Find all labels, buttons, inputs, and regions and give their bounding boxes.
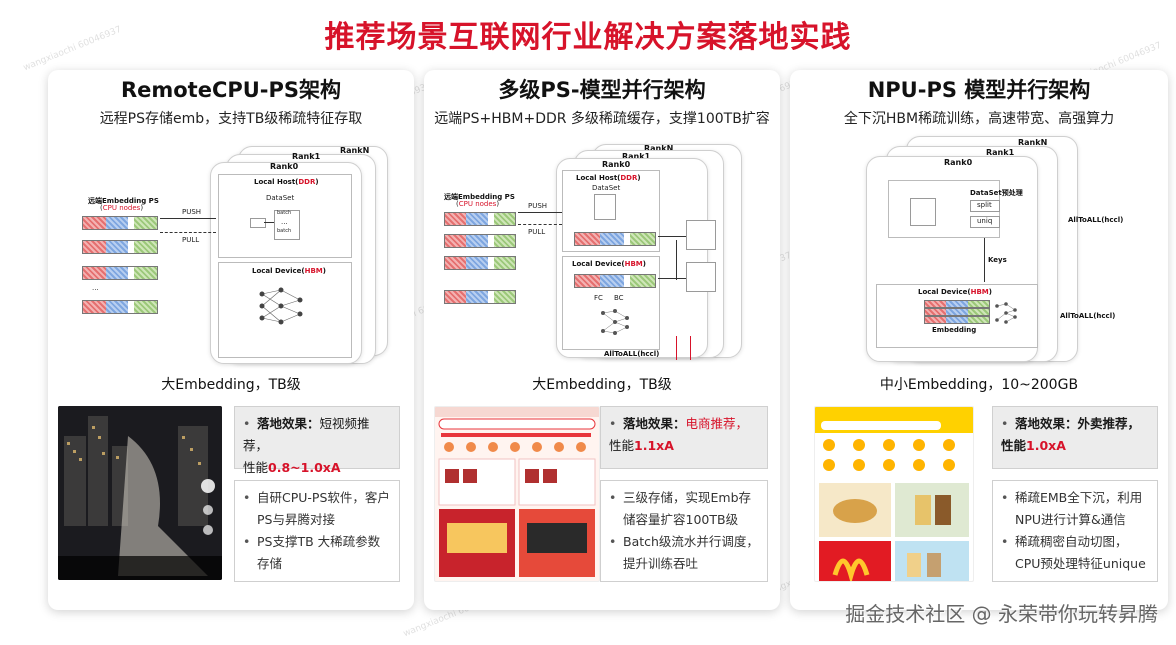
- shopping-feed-image: [435, 407, 599, 577]
- local-device-label: Local Device(HBM): [252, 267, 326, 275]
- emb-row: [574, 274, 656, 288]
- emb-row: [444, 212, 516, 226]
- emb-row: [82, 216, 158, 230]
- food-delivery-app-screenshot: [814, 406, 974, 582]
- batch-stack: [594, 194, 616, 220]
- emb-row: [82, 240, 158, 254]
- neural-network-icon: [601, 309, 629, 335]
- rank-0-label: Rank0: [602, 160, 631, 169]
- perf-value: 0.8~1.0xA: [268, 460, 341, 475]
- detail-box: •三级存储，实现Emb存储容量扩容100TB级 •Batch级流水并行调度，提升…: [600, 480, 768, 582]
- emb-row: [82, 266, 158, 280]
- card-npu-ps: NPU-PS 模型并行架构 全下沉HBM稀疏训练，高速带宽、高强算力 RankN…: [790, 70, 1168, 610]
- neural-network-icon: [259, 287, 303, 325]
- remote-ps-label: 远端Embedding PS: [444, 193, 515, 201]
- detail-box: •自研CPU-PS软件，客户PS与昇腾对接 •PS支撑TB 大稀疏参数存储: [234, 480, 400, 582]
- alltoall-label: AllToALL(hccl): [604, 350, 660, 358]
- embedding-scale: 中小Embedding，10~200GB: [879, 377, 1079, 393]
- emb-row: [574, 232, 656, 246]
- emb-row: [444, 290, 516, 304]
- page-title: 推荐场景互联网行业解决方案落地实践: [324, 20, 852, 55]
- card-multilevel-ps: 多级PS-模型并行架构 远端PS+HBM+DDR 多级稀疏缓存，支撑100TB扩…: [424, 70, 780, 610]
- food-delivery-feed-image: [815, 407, 973, 581]
- ecommerce-app-screenshot: [434, 406, 600, 582]
- emb-row: [924, 308, 990, 316]
- batch-stack: [274, 210, 300, 240]
- batch-stack: [910, 198, 936, 226]
- neural-network-icon: [995, 302, 1017, 324]
- detail-item: •稀疏稠密自动切图，CPU预处理特征unique: [1001, 534, 1146, 571]
- rank-0-label: Rank0: [270, 162, 299, 171]
- cpu-nodes-label: (CPU nodes): [100, 204, 144, 212]
- effect-box: •落地效果：电商推荐， 性能1.1xA: [600, 406, 768, 469]
- effect-box: •落地效果：短视频推荐， 性能0.8~1.0xA: [234, 406, 400, 475]
- card-subtitle: 远端PS+HBM+DDR 多级稀疏缓存，支撑100TB扩容: [434, 111, 770, 127]
- swap-box: [686, 262, 716, 292]
- pull-label: PULL: [528, 228, 546, 236]
- local-device-box: [218, 262, 352, 358]
- uniq-box: [970, 216, 1000, 228]
- detail-box: •稀疏EMB全下沉，利用NPU进行计算&通信 •稀疏稠密自动切图，CPU预处理特…: [992, 480, 1158, 582]
- footer-credit: 掘金技术社区 @ 永荣带你玩转昇腾: [845, 602, 1158, 626]
- rank-n-label: RankN: [340, 146, 370, 155]
- fc-label: FC: [594, 294, 603, 302]
- embedding-label: Embedding: [932, 326, 977, 334]
- local-device-label: Local Device(HBM): [918, 288, 992, 296]
- architecture-diagram: RankN Rank1 Rank0 Local Host(DDR) DataSe…: [78, 140, 398, 365]
- city-night-image: [58, 406, 222, 580]
- split-box: [970, 200, 1000, 212]
- detail-item: •Batch级流水并行调度，提升训练吞吐: [609, 534, 759, 571]
- split-label: split: [977, 201, 992, 209]
- rank-n-label: RankN: [1018, 138, 1048, 147]
- effect-box: •落地效果：外卖推荐， 性能1.0xA: [992, 406, 1158, 469]
- embedding-scale: 大Embedding，TB级: [532, 377, 672, 393]
- card-remotecpu-ps: RemoteCPU-PS架构 远程PS存储emb，支持TB级稀疏特征存取 Ran…: [48, 70, 414, 610]
- dataset-label: DataSet预处理: [970, 189, 1023, 197]
- card-title: NPU-PS 模型并行架构: [867, 78, 1091, 102]
- emb-row: [444, 256, 516, 270]
- perf-value: 1.1xA: [634, 438, 674, 453]
- perf-value: 1.0xA: [1026, 438, 1066, 453]
- embedding-scale: 大Embedding，TB级: [161, 377, 301, 393]
- architecture-diagram: RankN Rank1 Rank0 DataSet预处理 split uniq …: [860, 136, 1140, 364]
- pull-label: PULL: [182, 236, 200, 244]
- swap-box: [686, 220, 716, 250]
- card-subtitle: 全下沉HBM稀疏训练，高速带宽、高强算力: [843, 111, 1115, 127]
- rank-1-label: Rank1: [986, 148, 1015, 157]
- push-label: PUSH: [182, 208, 202, 216]
- card-subtitle: 远程PS存储emb，支持TB级稀疏特征存取: [99, 111, 363, 127]
- local-host-label: Local Host(DDR): [254, 178, 319, 186]
- local-device-box: [562, 256, 660, 350]
- remote-ps-label: 远端Embedding PS: [88, 197, 159, 205]
- rank-1-label: Rank1: [292, 152, 321, 161]
- alltoall-label-bottom: AllToALL(hccl): [1060, 312, 1116, 320]
- batch-box: [250, 218, 266, 228]
- uniq-label: uniq: [977, 217, 993, 225]
- rank-n-label: RankN: [644, 144, 674, 153]
- bc-label: BC: [614, 294, 624, 302]
- detail-item: •自研CPU-PS软件，客户PS与昇腾对接: [243, 490, 390, 527]
- architecture-diagram: RankN Rank1 Rank0 Local Host(DDR) DataSe…: [444, 140, 764, 365]
- emb-row: [924, 316, 990, 324]
- card-title: 多级PS-模型并行架构: [498, 78, 706, 102]
- keys-label: Keys: [988, 256, 1007, 264]
- detail-item: •PS支撑TB 大稀疏参数存储: [243, 534, 381, 571]
- alltoall-label-top: AllToALL(hccl): [1068, 216, 1124, 224]
- push-label: PUSH: [528, 202, 548, 210]
- cpu-nodes-label: (CPU nodes): [456, 200, 500, 208]
- detail-item: •三级存储，实现Emb存储容量扩容100TB级: [609, 490, 752, 527]
- dataset-label: DataSet: [266, 194, 295, 202]
- short-video-app-screenshot: [58, 406, 222, 580]
- local-device-box: [876, 284, 1038, 348]
- detail-item: •稀疏EMB全下沉，利用NPU进行计算&通信: [1001, 490, 1143, 527]
- dataset-label: DataSet: [592, 184, 621, 192]
- card-title: RemoteCPU-PS架构: [120, 78, 342, 102]
- local-host-label: Local Host(DDR): [576, 174, 641, 182]
- emb-row: [924, 300, 990, 308]
- emb-row: [444, 234, 516, 248]
- rank-1-label: Rank1: [622, 152, 651, 161]
- rank-0-label: Rank0: [944, 158, 973, 167]
- local-device-label: Local Device(HBM): [572, 260, 646, 268]
- emb-row: [82, 300, 158, 314]
